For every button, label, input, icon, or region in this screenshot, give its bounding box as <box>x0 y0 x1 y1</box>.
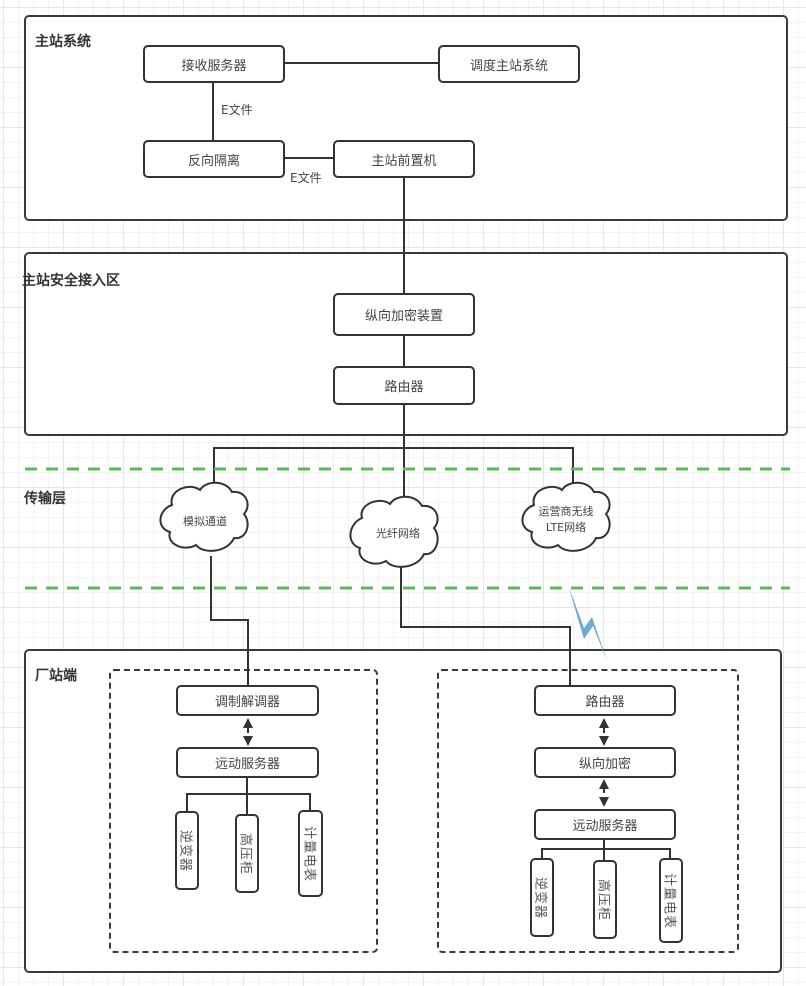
node-right-meter-label: 计量电表 <box>661 872 677 929</box>
plant-right-group <box>437 669 739 953</box>
cloud-carrier-lte-line1: 运营商无线 <box>538 505 594 518</box>
node-dispatch-master[interactable]: 调度主站系统 <box>438 45 580 83</box>
zone-title-master-access: 主站安全接入区 <box>22 273 120 289</box>
zone-title-master-system: 主站系统 <box>35 34 91 50</box>
node-receive-server[interactable]: 接收服务器 <box>143 45 285 83</box>
node-left-meter-label: 计量电表 <box>301 825 316 882</box>
node-modem[interactable]: 调制解调器 <box>176 685 319 716</box>
node-reverse-isolation[interactable]: 反向隔离 <box>143 140 285 178</box>
node-right-rtu-server[interactable]: 远动服务器 <box>534 809 676 840</box>
cloud-fiber-network[interactable]: 光纤网络 <box>376 527 420 540</box>
line-branch-lte <box>404 447 574 487</box>
node-plant-router[interactable]: 路由器 <box>534 685 676 716</box>
zone-master-system <box>24 15 788 221</box>
node-right-meter[interactable]: 计量电表 <box>659 858 683 943</box>
node-plant-vertical-encryption[interactable]: 纵向加密 <box>534 747 676 778</box>
cloud-carrier-lte[interactable]: 运营商无线 LTE网络 <box>539 504 594 536</box>
line-branch-analog <box>213 447 404 490</box>
node-front-processor[interactable]: 主站前置机 <box>333 140 475 178</box>
node-master-router[interactable]: 路由器 <box>333 366 475 405</box>
cloud-carrier-lte-line2: LTE网络 <box>545 521 587 534</box>
node-left-rtu-server[interactable]: 远动服务器 <box>176 747 319 778</box>
edge-label-efile-2: E文件 <box>290 171 322 185</box>
node-right-inverter-label: 逆变器 <box>532 876 548 919</box>
node-right-hv-cabinet-label: 高压柜 <box>595 878 611 921</box>
node-left-inverter[interactable]: 逆变器 <box>175 811 199 890</box>
cloud-analog-channel[interactable]: 模拟通道 <box>183 515 227 528</box>
zone-master-access <box>24 252 788 436</box>
node-left-hv-cabinet[interactable]: 高压柜 <box>235 814 259 893</box>
edge-label-efile-1: E文件 <box>221 103 253 117</box>
node-left-inverter-label: 逆变器 <box>177 829 193 872</box>
node-left-meter[interactable]: 计量电表 <box>298 810 323 897</box>
zone-title-plant: 厂站端 <box>35 668 77 684</box>
node-right-hv-cabinet[interactable]: 高压柜 <box>593 860 617 939</box>
zone-title-transport: 传输层 <box>24 491 66 507</box>
node-left-hv-cabinet-label: 高压柜 <box>237 832 253 875</box>
node-vertical-encryption-device[interactable]: 纵向加密装置 <box>333 293 475 336</box>
node-right-inverter[interactable]: 逆变器 <box>530 858 554 937</box>
